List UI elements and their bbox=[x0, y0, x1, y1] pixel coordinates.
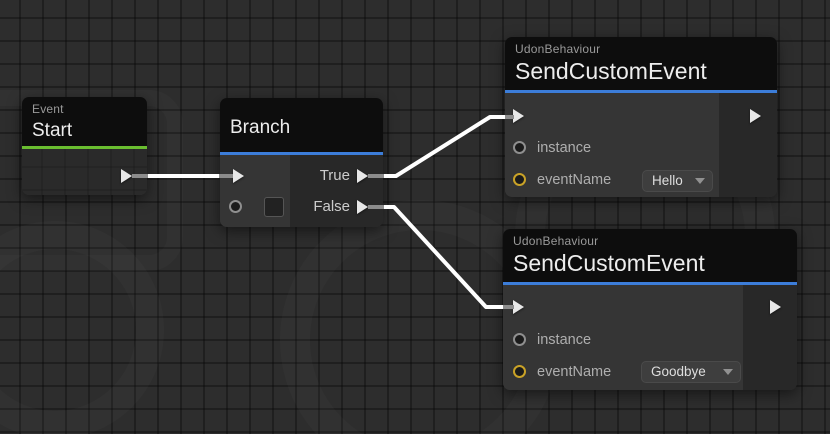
branch-true-label: True bbox=[319, 167, 350, 184]
node-sce1-accent bbox=[505, 90, 777, 93]
sce1-flow-out-port[interactable] bbox=[750, 109, 761, 123]
branch-condition-checkbox[interactable] bbox=[264, 197, 284, 217]
node-sendcustomevent-goodbye[interactable]: UdonBehaviour SendCustomEvent instance e… bbox=[503, 229, 797, 390]
node-sce2-accent bbox=[503, 282, 797, 285]
node-branch-accent bbox=[220, 152, 383, 155]
node-sce2-category: UdonBehaviour bbox=[513, 234, 599, 248]
branch-condition-port[interactable] bbox=[229, 200, 242, 213]
node-sce1-body bbox=[505, 93, 777, 197]
node-sce2-header: UdonBehaviour SendCustomEvent bbox=[503, 229, 797, 282]
branch-false-out-port[interactable] bbox=[357, 200, 368, 214]
branch-flow-in-port[interactable] bbox=[233, 169, 244, 183]
dropdown-caret-icon bbox=[695, 178, 705, 184]
node-start-accent bbox=[22, 146, 147, 149]
node-start-title: Start bbox=[32, 120, 73, 141]
sce2-flow-in-port[interactable] bbox=[513, 300, 524, 314]
sce1-flow-in-port[interactable] bbox=[513, 109, 524, 123]
branch-true-out-port[interactable] bbox=[357, 169, 368, 183]
sce2-instance-port[interactable] bbox=[513, 333, 526, 346]
sce1-eventname-port[interactable] bbox=[513, 173, 526, 186]
wire-true-to-sendcustomevent-hello[interactable] bbox=[368, 115, 514, 178]
node-branch-title: Branch bbox=[230, 116, 291, 138]
node-sce1-title: SendCustomEvent bbox=[515, 58, 707, 84]
start-flow-out-port[interactable] bbox=[121, 169, 132, 183]
node-branch-body bbox=[220, 155, 383, 227]
node-branch-header: Branch bbox=[220, 98, 383, 152]
sce2-eventname-label: eventName bbox=[537, 364, 612, 380]
sce2-eventname-value: Goodbye bbox=[651, 364, 706, 379]
node-start-header: Event Start bbox=[22, 97, 147, 146]
node-sce2-body bbox=[503, 285, 797, 390]
node-start-body bbox=[22, 149, 147, 195]
branch-false-label: False bbox=[313, 198, 350, 215]
branch-output-area bbox=[290, 155, 383, 227]
sce2-eventname-port[interactable] bbox=[513, 365, 526, 378]
sce1-eventname-value: Hello bbox=[652, 173, 683, 188]
node-start-category: Event bbox=[32, 102, 64, 116]
sce1-eventname-dropdown[interactable]: Hello bbox=[642, 170, 713, 192]
sce1-eventname-label: eventName bbox=[537, 172, 612, 188]
sce1-output-area bbox=[719, 93, 777, 197]
wire-false-to-sendcustomevent-goodbye[interactable] bbox=[368, 205, 514, 309]
node-sce1-category: UdonBehaviour bbox=[515, 42, 601, 56]
sce2-flow-out-port[interactable] bbox=[770, 300, 781, 314]
sce1-instance-port[interactable] bbox=[513, 141, 526, 154]
node-start[interactable]: Event Start bbox=[22, 97, 147, 195]
dropdown-caret-icon bbox=[723, 369, 733, 375]
node-branch[interactable]: Branch True False bbox=[220, 98, 383, 227]
sce2-eventname-dropdown[interactable]: Goodbye bbox=[641, 361, 741, 383]
node-sce1-header: UdonBehaviour SendCustomEvent bbox=[505, 37, 777, 90]
sce1-instance-label: instance bbox=[537, 140, 592, 156]
sce2-instance-label: instance bbox=[537, 332, 592, 348]
node-sce2-title: SendCustomEvent bbox=[513, 250, 705, 276]
node-sendcustomevent-hello[interactable]: UdonBehaviour SendCustomEvent instance e… bbox=[505, 37, 777, 197]
